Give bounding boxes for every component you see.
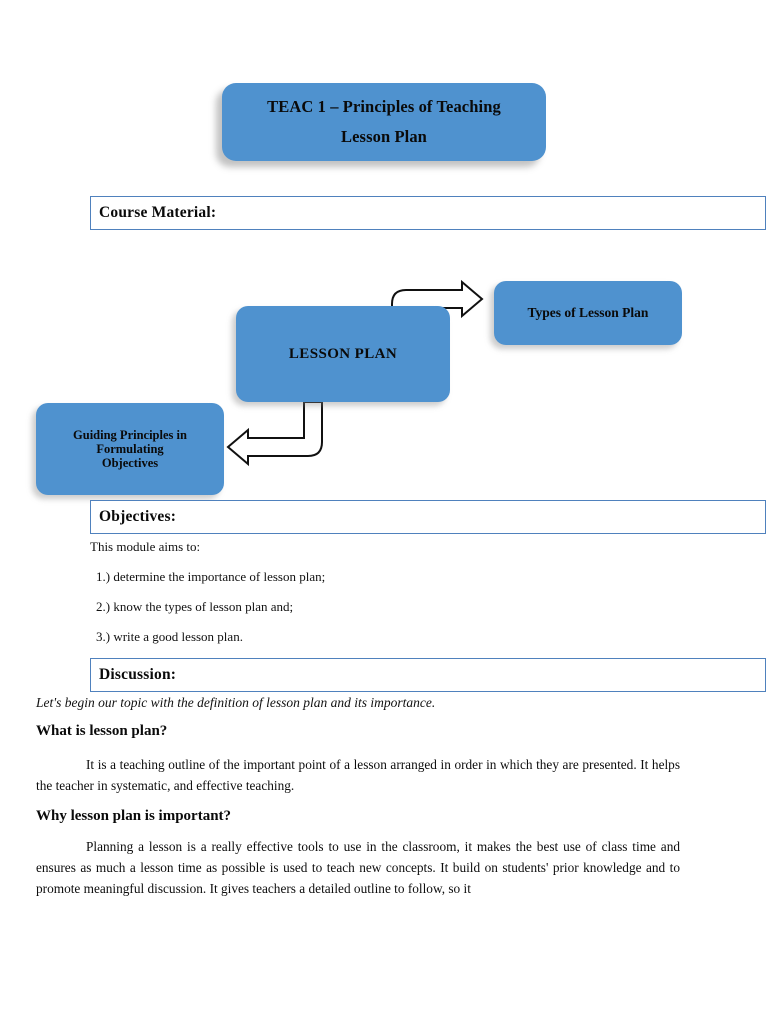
paragraph-what-is-lesson-plan: It is a teaching outline of the importan…: [36, 757, 680, 793]
objective-item-3: 3.) write a good lesson plan.: [96, 629, 243, 644]
paragraph-why-lesson-plan-important: Planning a lesson is a really effective …: [36, 839, 680, 896]
discussion-section-bar: Discussion:: [90, 658, 766, 692]
flow-box-types-label: Types of Lesson Plan: [527, 305, 649, 320]
title-line-1: TEAC 1 – Principles of Teaching: [267, 97, 501, 116]
objectives-intro: This module aims to:: [90, 539, 201, 554]
heading-why-lesson-plan-important: Why lesson plan is important?: [36, 808, 232, 824]
discussion-lede: Let's begin our topic with the definitio…: [36, 695, 436, 710]
title-banner: TEAC 1 – Principles of Teaching Lesson P…: [222, 83, 546, 161]
flow-box-lesson-plan: LESSON PLAN: [236, 306, 450, 402]
objectives-section-bar: Objectives:: [90, 500, 766, 534]
flow-box-types-of-lesson-plan: Types of Lesson Plan: [494, 281, 682, 345]
guiding-line-2: Formulating: [96, 442, 164, 456]
objective-item-1: 1.) determine the importance of lesson p…: [96, 569, 326, 584]
heading-what-is-lesson-plan: What is lesson plan?: [36, 723, 168, 739]
objectives-label: Objectives:: [99, 508, 177, 525]
discussion-label: Discussion:: [99, 666, 177, 683]
arrow-to-guiding-principles-icon: [226, 401, 323, 467]
lesson-plan-flow-diagram: Types of Lesson Plan LESSON PLAN Guiding…: [0, 260, 768, 500]
flow-box-guiding-principles: Guiding Principles in Formulating Object…: [36, 403, 224, 495]
objective-item-2: 2.) know the types of lesson plan and;: [96, 599, 294, 614]
guiding-line-3: Objectives: [101, 456, 159, 470]
title-line-2: Lesson Plan: [341, 127, 427, 146]
flow-box-lesson-plan-label: LESSON PLAN: [288, 345, 398, 362]
flow-box-guiding-principles-label: Guiding Principles in Formulating Object…: [73, 428, 187, 470]
course-material-section-bar: Course Material:: [90, 196, 766, 230]
course-material-label: Course Material:: [99, 204, 217, 221]
guiding-line-1: Guiding Principles in: [73, 428, 187, 442]
